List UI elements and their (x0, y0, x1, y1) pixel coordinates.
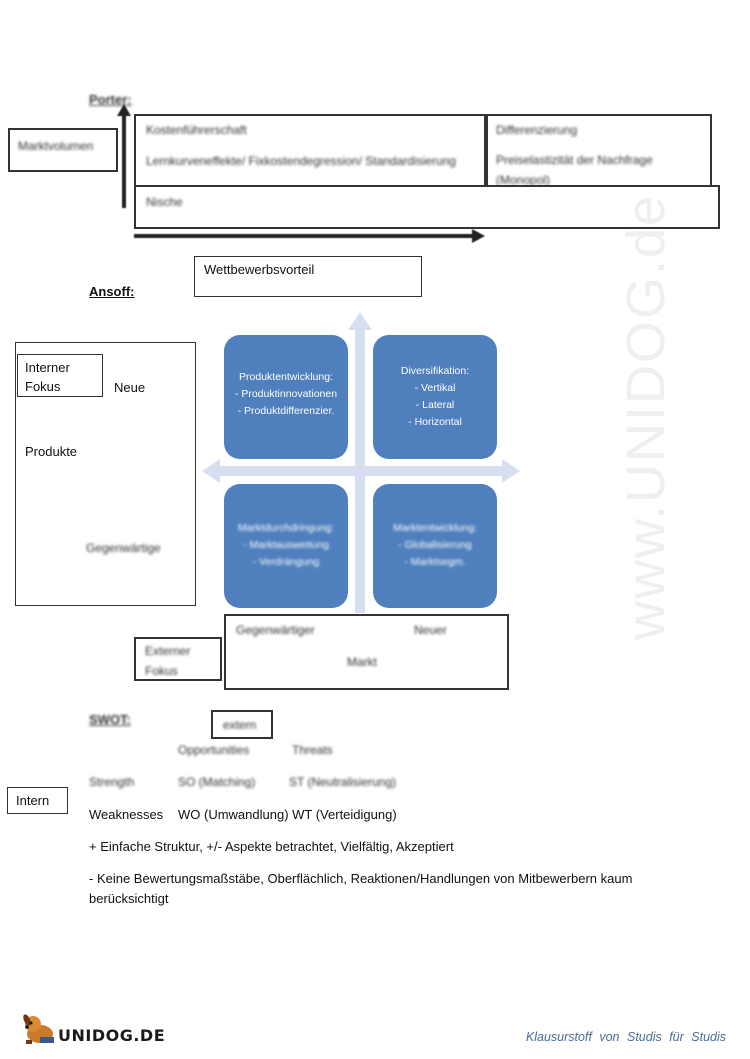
tile-title: Diversifikation: (400, 365, 470, 377)
tile-line: - Lateral (415, 399, 455, 411)
swot-heading: SWOT: (89, 712, 131, 727)
ansoff-heading: Ansoff: (89, 284, 135, 299)
porter-horizontal-arrowhead (472, 229, 485, 243)
threats-label: Threats (292, 743, 333, 757)
neue-label: Neue (114, 380, 146, 395)
marktvolumen-box: Marktvolumen (8, 128, 118, 172)
tile-marktentwicklung: Marktentwicklung: - Globalisierung - Mar… (373, 484, 497, 608)
wettbewerbsvorteil-box: Wettbewerbsvorteil (194, 256, 422, 297)
tile-line: - Marktausweitung (243, 539, 329, 551)
unidog-watermark: www.UNIDOG.de (616, 193, 676, 640)
porter-vertical-axis (122, 112, 126, 208)
intern-label: Intern (16, 793, 50, 808)
swot-minus-text-2: berücksichtigt (89, 891, 169, 906)
tile-line: - Vertikal (414, 382, 456, 394)
tile-line: - Produktinnovationen (234, 388, 338, 400)
ansoff-left-arrowhead (202, 459, 220, 483)
tile-line: - Verdrängung (252, 556, 320, 568)
interner-fokus-box: Interner Fokus (17, 354, 103, 397)
dog-logo-icon (23, 1014, 54, 1044)
footer-logo-text: UNIDOG.DE (58, 1026, 166, 1045)
differenzierung-label: Differenzierung (496, 123, 578, 137)
wettbewerbsvorteil-label: Wettbewerbsvorteil (204, 262, 315, 277)
markt-box: Gegenwärtiger Neuer Markt (224, 614, 509, 690)
tile-produktentwicklung: Produktentwicklung: - Produktinnovatione… (224, 335, 348, 459)
nische-label: Nische (146, 195, 183, 209)
wo-wt-label: WO (Umwandlung) WT (Verteidigung) (178, 807, 397, 822)
ansoff-horizontal-axis (218, 466, 503, 476)
externer-label-2: Fokus (145, 664, 178, 678)
tile-title: Marktentwicklung: (392, 522, 478, 534)
gegenwaertige-label: Gegenwärtige (86, 541, 161, 555)
swot-minus-text-1: - Keine Bewertungsmaßstäbe, Oberflächlic… (89, 871, 633, 886)
ansoff-up-arrowhead (348, 312, 372, 330)
markt-gegenwaertiger-label: Gegenwärtiger (236, 623, 315, 637)
preiselastizitaet-label-2: (Monopol) (496, 173, 551, 187)
porter-vertical-arrowhead (117, 104, 131, 116)
tile-title: Produktentwicklung: (239, 371, 333, 383)
interner-label-1: Interner (25, 360, 70, 375)
strength-label: Strength (89, 775, 135, 789)
marktvolumen-label: Marktvolumen (18, 139, 94, 153)
opportunities-label: Opportunities (178, 743, 250, 757)
produkte-box: Neue Produkte Gegenwärtige (15, 342, 196, 606)
so-label: SO (Matching) (178, 775, 256, 789)
porter-kostenfuehrerschaft-box: Kostenführerschaft Lernkurveneffekte/ Fi… (134, 114, 486, 192)
interner-label-2: Fokus (25, 379, 61, 394)
externer-fokus-box: Externer Fokus (134, 637, 222, 681)
kostenfuehrerschaft-label: Kostenführerschaft (146, 123, 247, 137)
tile-marktdurchdringung: Marktdurchdringung: - Marktausweitung - … (224, 484, 348, 608)
tile-line: - Marktsegm. (404, 556, 466, 568)
tile-diversifikation: Diversifikation: - Vertikal - Lateral - … (373, 335, 497, 459)
footer-tagline: Klausurstoff von Studis für Studis (525, 1030, 726, 1044)
porter-nische-box: Nische (134, 185, 720, 229)
porter-horizontal-axis (134, 234, 474, 238)
markt-label: Markt (347, 655, 377, 669)
kosten-details-label: Lernkurveneffekte/ Fixkostendegression/ … (146, 154, 456, 168)
extern-label: extern (223, 718, 257, 732)
tile-line: - Produktdifferenzier. (237, 405, 335, 417)
swot-plus-text: + Einfache Struktur, +/- Aspekte betrach… (89, 839, 454, 854)
preiselastizitaet-label-1: Preiselastizität der Nachfrage (496, 153, 653, 167)
ansoff-right-arrowhead (502, 459, 520, 483)
markt-neuer-label: Neuer (414, 623, 447, 637)
tile-title: Marktdurchdringung: (237, 522, 335, 534)
tile-line: - Horizontal (408, 416, 462, 428)
tile-line: - Globalisierung (398, 539, 472, 551)
intern-box: Intern (7, 787, 68, 814)
st-label: ST (Neutralisierung) (289, 775, 397, 789)
porter-differenzierung-box: Differenzierung Preiselastizität der Nac… (486, 114, 712, 192)
porter-heading: Porter: (89, 92, 132, 107)
externer-label-1: Externer (145, 644, 191, 658)
weaknesses-label: Weaknesses (89, 807, 164, 822)
extern-box: extern (211, 710, 273, 739)
produkte-label: Produkte (25, 444, 78, 459)
